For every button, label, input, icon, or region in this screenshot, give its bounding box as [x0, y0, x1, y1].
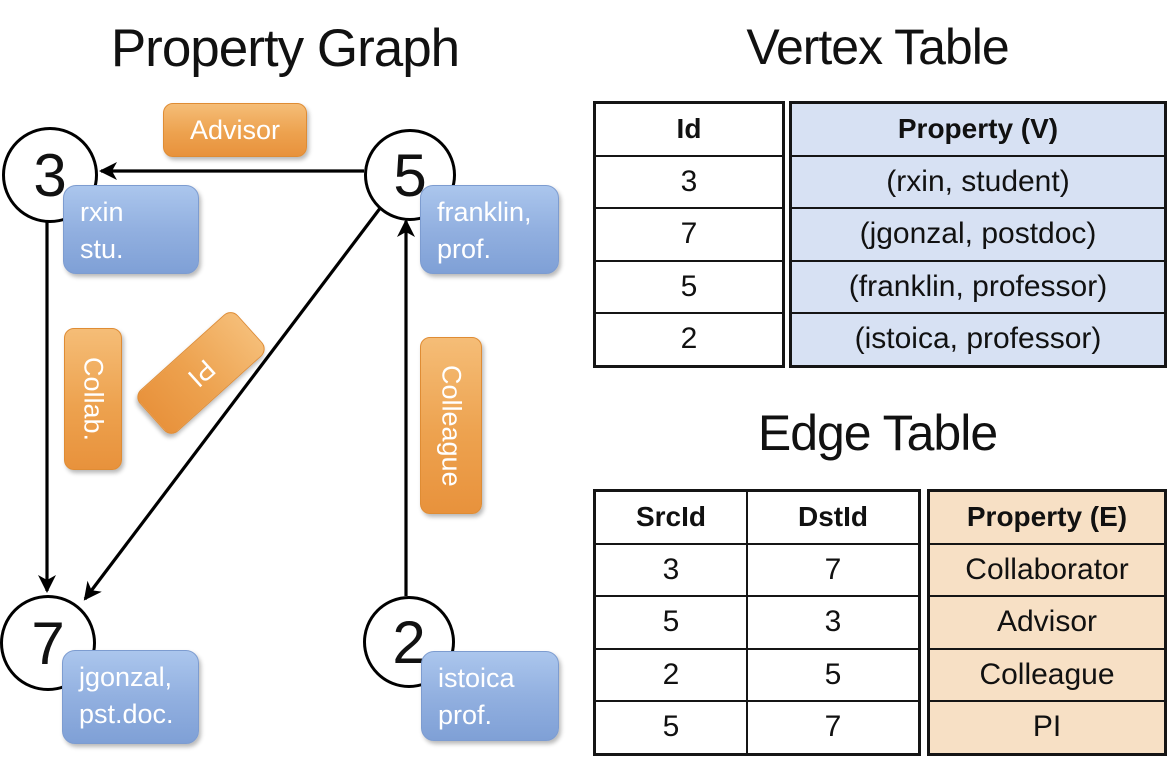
vertex-prop-box-franklin: franklin, prof. [420, 185, 559, 274]
edge-property-cell: Advisor [927, 595, 1167, 650]
edge-table-header-property: Property (E) [927, 489, 1167, 545]
edge-label-colleague: Colleague [420, 337, 482, 514]
prop-line: prof. [438, 700, 493, 730]
edge-srcid-cell: 5 [593, 595, 748, 650]
edge-dstid-cell: 5 [746, 647, 921, 702]
graph-node-2: 2 [363, 596, 455, 688]
vertex-prop-box-istoica: istoica prof. [421, 651, 559, 741]
edge-property-cell: Colleague [927, 647, 1167, 702]
vertex-table-title: Vertex Table [746, 19, 1009, 75]
vertex-id-cell: 3 [593, 154, 785, 209]
edge-table-title: Edge Table [757, 405, 998, 461]
edge-table-header-dstid: DstId [746, 489, 921, 545]
prop-line: istoica [438, 663, 515, 693]
vertex-property-cell: (franklin, professor) [789, 259, 1167, 314]
node-id-label: 7 [31, 609, 65, 677]
edge-dstid-cell: 7 [746, 700, 921, 755]
vertex-id-cell: 7 [593, 207, 785, 262]
vertex-table-id-column: Id 3 7 5 2 [593, 101, 785, 368]
edge-table-header-srcid: SrcId [593, 489, 748, 545]
edge-srcid-cell: 2 [593, 647, 748, 702]
node-id-label: 2 [392, 608, 426, 676]
edge-property-cell: PI [927, 700, 1167, 755]
node-id-label: 3 [33, 141, 67, 209]
edge-srcid-cell: 3 [593, 542, 748, 597]
vertex-property-cell: (rxin, student) [789, 154, 1167, 209]
vertex-prop-box-jgonzal: jgonzal, pst.doc. [62, 650, 199, 744]
edge-label-collab: Collab. [64, 328, 122, 470]
edge-dstid-cell: 7 [746, 542, 921, 597]
graph-edges-layer [38, 162, 415, 601]
vertex-property-cell: (jgonzal, postdoc) [789, 207, 1167, 262]
property-graph-title: Property Graph [110, 19, 460, 78]
vertex-id-cell: 5 [593, 259, 785, 314]
edge-dstid-cell: 3 [746, 595, 921, 650]
vertex-property-cell: (istoica, professor) [789, 312, 1167, 367]
edge-line-5-to-7 [83, 206, 383, 601]
edge-srcid-cell: 5 [593, 700, 748, 755]
vertex-table-header-property: Property (V) [789, 101, 1167, 157]
prop-line: rxin [80, 197, 124, 227]
vertex-id-cell: 2 [593, 312, 785, 367]
prop-line: pst.doc. [79, 699, 174, 729]
prop-line: stu. [80, 234, 124, 264]
prop-line: jgonzal, [79, 662, 173, 692]
edge-table-id-columns: SrcId DstId 3 7 5 3 2 5 5 7 [593, 489, 921, 756]
prop-line: franklin, [437, 197, 532, 227]
prop-line: prof. [437, 234, 492, 264]
vertex-prop-box-rxin: rxin stu. [63, 185, 199, 274]
vertex-table-header-id: Id [593, 101, 785, 157]
edge-label-advisor: Advisor [163, 103, 307, 157]
edge-table-property-column: Property (E) Collaborator Advisor Collea… [927, 489, 1167, 756]
vertex-table-property-column: Property (V) (rxin, student) (jgonzal, p… [789, 101, 1167, 368]
edge-property-cell: Collaborator [927, 542, 1167, 597]
